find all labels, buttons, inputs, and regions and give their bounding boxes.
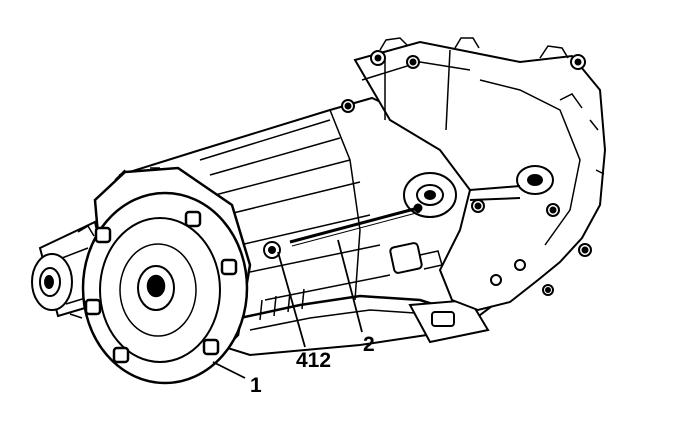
leader-line-2 [337,239,363,333]
dipstick-rod [289,203,423,247]
callout-label-412: 412 [296,349,331,372]
bell-housing [341,37,607,312]
callout-label-2: 2 [363,333,375,356]
callout-label-1: 1 [250,374,262,397]
torque-converter [81,166,252,385]
leader-lines [212,239,363,379]
leader-line-412 [277,251,306,348]
leader-line-1 [212,361,246,379]
